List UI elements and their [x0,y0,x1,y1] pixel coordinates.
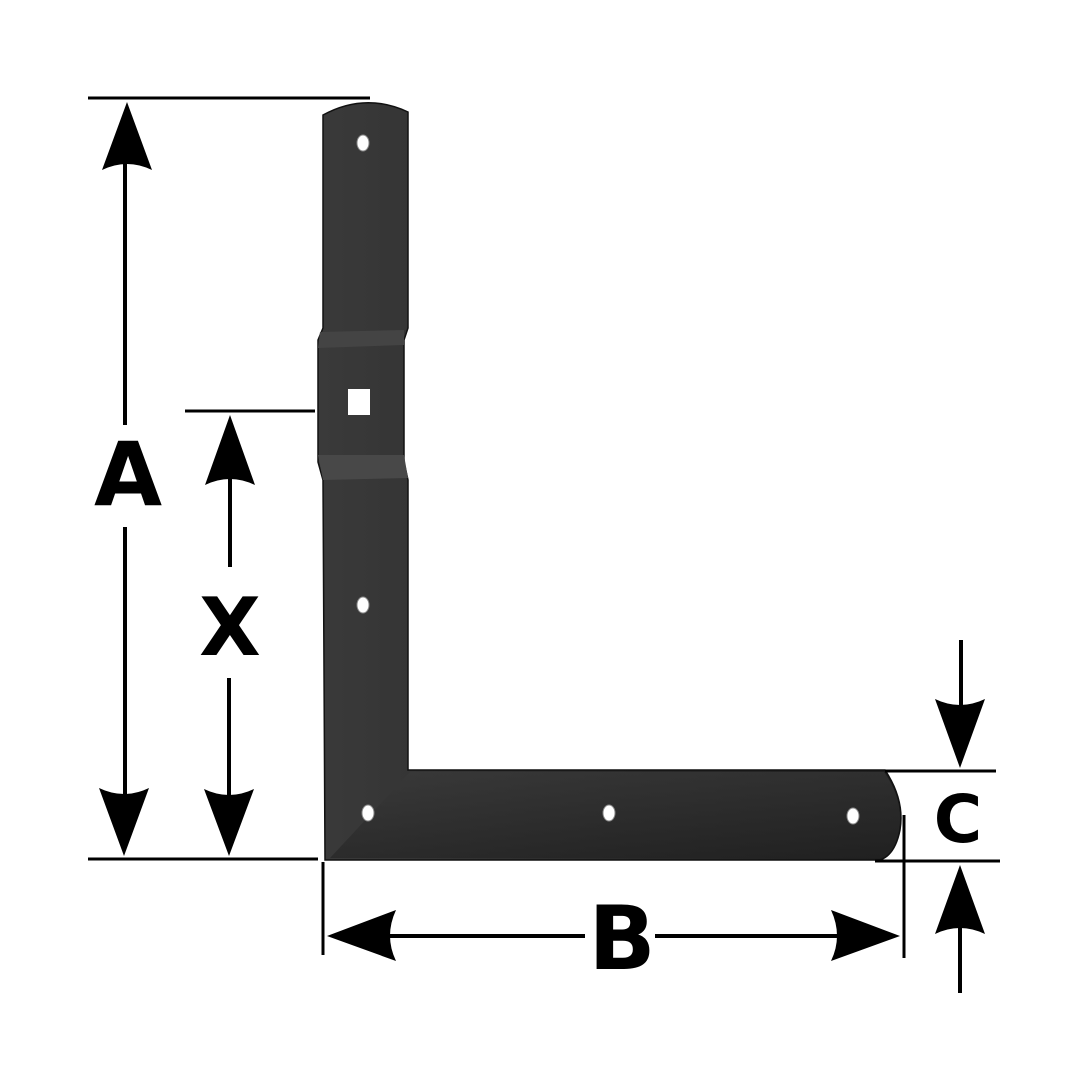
arrowhead-up-icon [102,102,152,170]
dimension-label-a: A [94,423,162,526]
hinge-offset-band-bottom [318,455,408,480]
screw-hole [356,596,370,614]
dimension-c: C [934,640,985,993]
hinge-offset-band-top [318,330,404,348]
arrowhead-down-icon [935,699,985,768]
screw-hole [846,807,860,825]
arrowhead-down-icon [204,789,254,856]
screw-hole [356,134,370,152]
l-hinge [317,102,902,861]
arrowhead-right-icon [831,910,900,961]
dimension-label-x: X [199,581,261,674]
square-hole [348,389,370,415]
dimension-b: B [327,887,900,990]
screw-holes [356,134,860,825]
dimension-label-c: C [934,781,982,858]
arrowhead-down-icon [99,788,149,856]
dimension-label-b: B [588,887,655,990]
extension-lines [88,96,1000,958]
arrowhead-left-icon [327,910,396,961]
hinge-vertical-strap [317,102,902,861]
dimension-x: X [199,415,261,856]
arrowhead-up-icon [935,865,985,934]
dimension-a: A [94,102,162,856]
screw-hole [361,804,375,822]
screw-hole [602,804,616,822]
arrowhead-up-icon [205,415,255,485]
